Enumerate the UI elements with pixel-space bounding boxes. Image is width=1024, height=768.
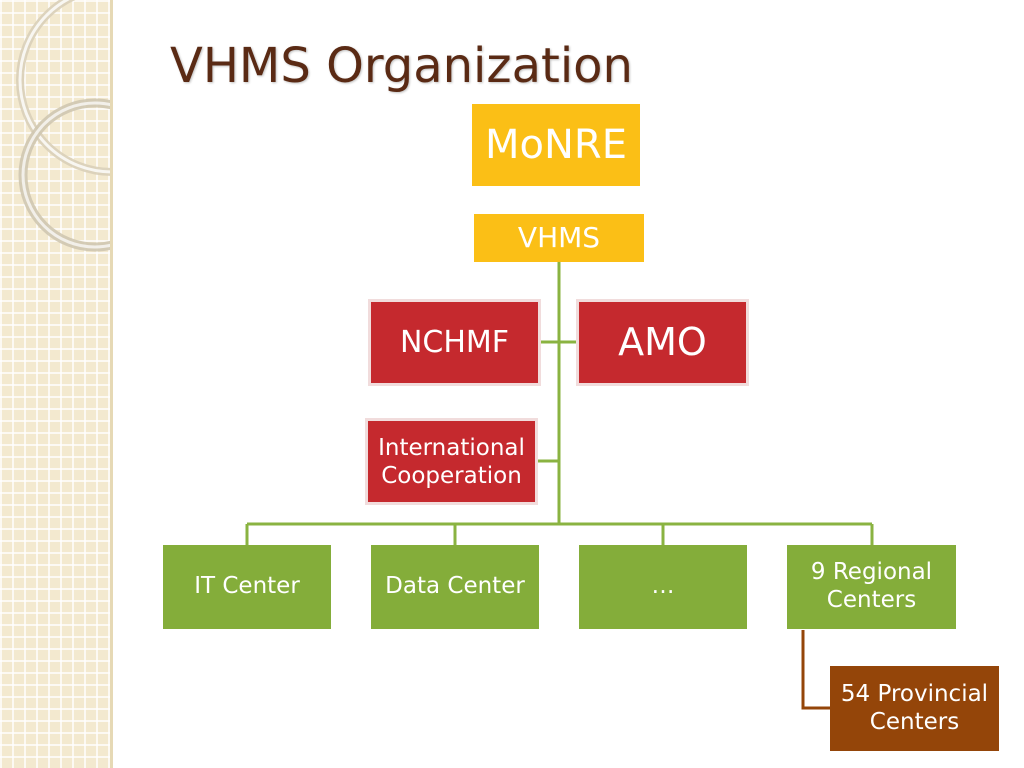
unit-data-center: Data Center xyxy=(371,545,539,629)
unit-label: IT Center xyxy=(194,573,300,600)
decorative-side-strip xyxy=(0,0,113,768)
unit-label: Data Center xyxy=(385,573,525,600)
unit-regional-centers: 9 Regional Centers xyxy=(787,545,956,629)
monre-box: MoNRE xyxy=(472,104,640,186)
unit-label: … xyxy=(651,573,675,600)
provincial-centers-box: 54 Provincial Centers xyxy=(830,666,999,751)
amo-box: AMO xyxy=(576,299,749,386)
monre-label: MoNRE xyxy=(485,122,627,168)
international-cooperation-box: International Cooperation xyxy=(365,418,538,505)
unit-ellipsis: … xyxy=(579,545,747,629)
provincial-centers-line-1: 54 Provincial xyxy=(840,680,989,707)
slide-title: VHMS Organization xyxy=(170,38,633,94)
international-cooperation-line-1: International xyxy=(378,434,525,461)
amo-label: AMO xyxy=(618,319,707,364)
unit-it-center: IT Center xyxy=(163,545,331,629)
international-cooperation-line-2: Cooperation xyxy=(381,462,522,489)
side-strip-edge xyxy=(110,0,113,768)
provincial-centers-line-2: Centers xyxy=(869,708,960,735)
unit-label-line-2: Centers xyxy=(826,587,917,613)
unit-label-line-1: 9 Regional xyxy=(810,559,933,586)
nchmf-box: NCHMF xyxy=(368,299,541,386)
nchmf-label: NCHMF xyxy=(399,324,510,360)
vhms-box: VHMS xyxy=(474,214,644,262)
vhms-label: VHMS xyxy=(517,221,601,255)
